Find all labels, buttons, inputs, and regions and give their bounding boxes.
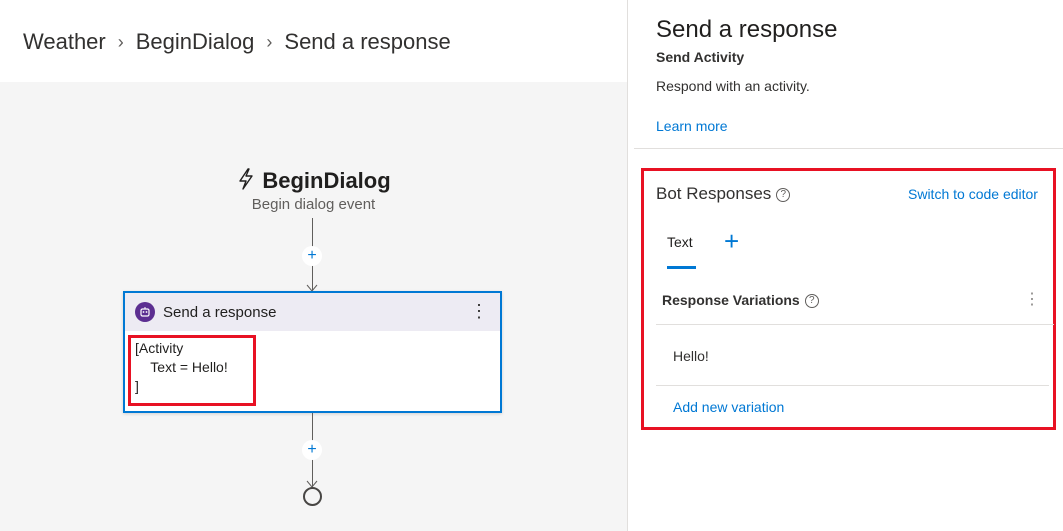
help-icon[interactable]: ? bbox=[804, 294, 819, 309]
end-node-icon bbox=[303, 487, 322, 506]
header bbox=[0, 0, 627, 82]
panel-subtitle: Send Activity bbox=[656, 49, 745, 65]
divider bbox=[656, 385, 1049, 386]
node-body: [Activity Text = Hello! ] bbox=[135, 340, 228, 394]
switch-to-code-editor-link[interactable]: Switch to code editor bbox=[908, 186, 1038, 202]
trigger-subtitle: Begin dialog event bbox=[251, 196, 376, 213]
divider bbox=[634, 148, 1063, 149]
add-step-button[interactable]: + bbox=[302, 246, 322, 266]
breadcrumb-item[interactable]: BeginDialog bbox=[135, 29, 255, 54]
help-icon[interactable]: ? bbox=[776, 187, 791, 202]
highlight-box bbox=[128, 335, 256, 406]
bot-responses-label: Bot Responses? bbox=[656, 184, 791, 204]
tab-text[interactable]: Text bbox=[667, 234, 693, 250]
breadcrumb: Weather › BeginDialog › Send a response bbox=[23, 29, 451, 55]
divider bbox=[656, 324, 1054, 325]
breadcrumb-item[interactable]: Weather bbox=[23, 29, 106, 54]
variation-item[interactable]: Hello! bbox=[673, 348, 709, 364]
active-tab-indicator bbox=[667, 266, 696, 269]
breadcrumb-item[interactable]: Send a response bbox=[284, 29, 451, 54]
panel-description: Respond with an activity. bbox=[656, 78, 810, 94]
more-options-icon[interactable]: ⋮ bbox=[1024, 291, 1040, 308]
learn-more-link[interactable]: Learn more bbox=[656, 118, 728, 134]
response-variations-title: Response Variations? bbox=[662, 292, 819, 309]
add-tab-button[interactable]: + bbox=[724, 226, 740, 256]
chevron-right-icon: › bbox=[117, 31, 124, 52]
lightning-icon bbox=[239, 168, 254, 190]
node-header: Send a response ⋮ bbox=[125, 293, 500, 331]
chevron-right-icon: › bbox=[266, 31, 273, 52]
highlight-box bbox=[641, 168, 1056, 430]
bot-icon bbox=[135, 302, 155, 322]
add-new-variation-link[interactable]: Add new variation bbox=[673, 399, 785, 415]
add-step-button[interactable]: + bbox=[302, 440, 322, 460]
send-response-node[interactable]: Send a response ⋮ [Activity Text = Hello… bbox=[123, 291, 502, 413]
more-options-icon[interactable]: ⋮ bbox=[470, 301, 488, 321]
node-title: Send a response bbox=[163, 303, 277, 321]
trigger-title[interactable]: BeginDialog bbox=[0, 168, 627, 194]
panel-title: Send a response bbox=[656, 16, 838, 43]
divider bbox=[627, 0, 628, 531]
